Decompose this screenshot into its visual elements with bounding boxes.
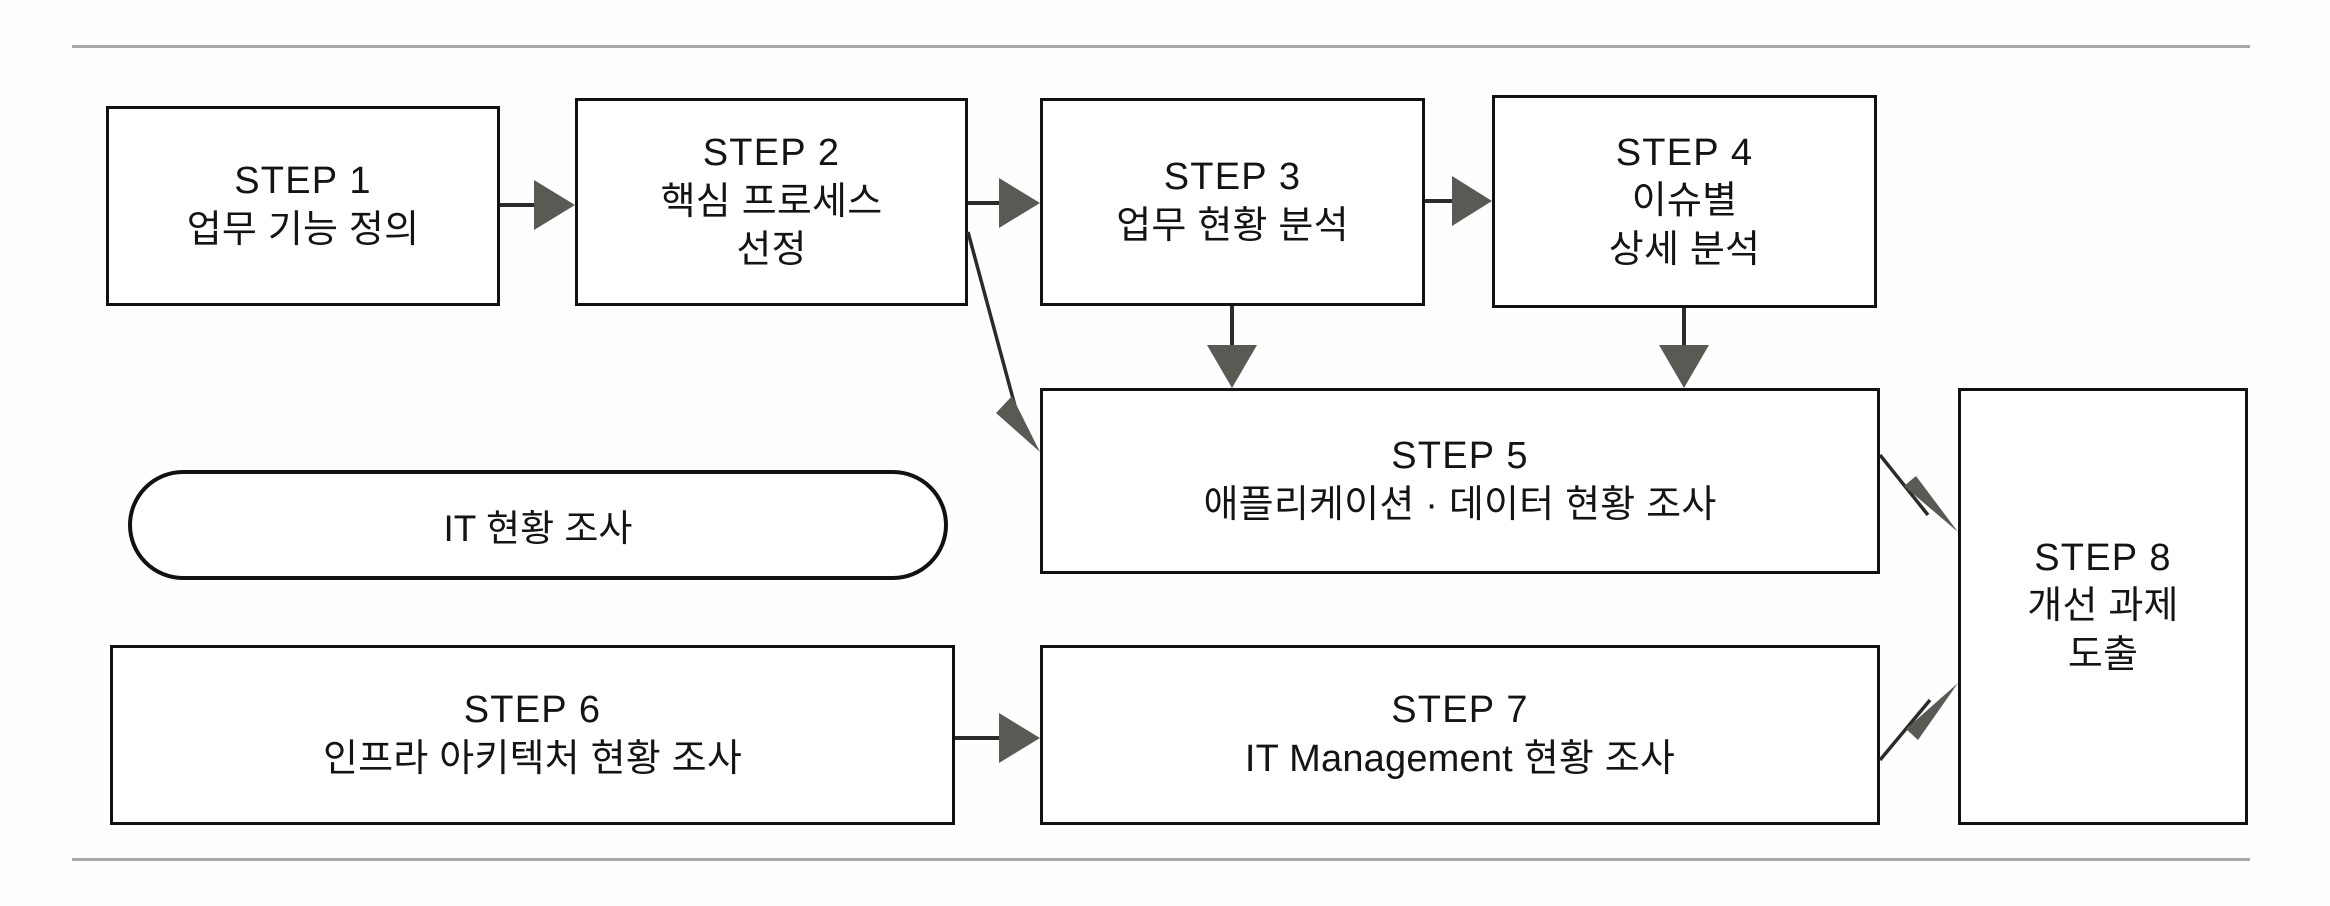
node-step3-line-0: STEP 3 <box>1163 156 1302 199</box>
node-step2[interactable]: STEP 2 핵심 프로세스 선정 <box>575 98 968 306</box>
node-step3-line-1: 업무 현황 분석 <box>1116 205 1349 247</box>
connector-step7-to-step8 <box>1878 683 1958 762</box>
connector-step1-to-step2 <box>500 180 575 230</box>
node-step2-line-1: 핵심 프로세스 <box>660 180 883 223</box>
connector-step2-to-step5 <box>966 231 1040 452</box>
node-it-status-survey[interactable]: IT 현황 조사 <box>128 470 948 580</box>
connector-step2-to-step3 <box>968 178 1040 228</box>
connector-step3-to-step4 <box>1425 176 1492 226</box>
node-step7[interactable]: STEP 7 IT Management 현황 조사 <box>1040 645 1880 825</box>
node-step4-line-1: 이슈별 <box>1631 180 1738 223</box>
node-step5-line-1: 애플리케이션 · 데이터 현황 조사 <box>1203 484 1717 526</box>
node-step6[interactable]: STEP 6 인프라 아키텍처 현황 조사 <box>110 645 955 825</box>
node-step8-line-1: 개선 과제 <box>2027 585 2179 628</box>
node-step2-line-2: 선정 <box>736 229 807 272</box>
page-rule-bottom <box>72 858 2250 861</box>
node-step1-line-0: STEP 1 <box>234 160 372 203</box>
node-step2-line-0: STEP 2 <box>702 132 841 175</box>
node-it-status-survey-label: IT 현황 조사 <box>443 508 633 549</box>
node-step6-line-0: STEP 6 <box>463 689 602 732</box>
node-step5-line-0: STEP 5 <box>1391 435 1529 478</box>
connector-step4-to-step5 <box>1659 308 1709 388</box>
node-step8-line-0: STEP 8 <box>2034 536 2172 579</box>
node-step8[interactable]: STEP 8 개선 과제 도출 <box>1958 388 2248 825</box>
node-step3[interactable]: STEP 3 업무 현황 분석 <box>1040 98 1425 306</box>
node-step7-line-0: STEP 7 <box>1391 689 1529 732</box>
node-step1[interactable]: STEP 1 업무 기능 정의 <box>106 106 500 306</box>
node-step4-line-2: 상세 분석 <box>1608 228 1761 271</box>
node-step8-line-2: 도출 <box>2067 633 2139 676</box>
node-step1-line-1: 업무 기능 정의 <box>186 209 420 251</box>
node-step4-line-0: STEP 4 <box>1615 131 1754 174</box>
connector-step5-to-step8 <box>1878 453 1958 532</box>
node-step6-line-1: 인프라 아키텍처 현황 조사 <box>322 738 743 780</box>
node-step7-line-1: IT Management 현황 조사 <box>1244 738 1676 780</box>
node-step4[interactable]: STEP 4 이슈별 상세 분석 <box>1492 95 1877 308</box>
page-rule-top <box>72 45 2250 48</box>
connector-step6-to-step7 <box>955 713 1040 763</box>
connector-step3-to-step5 <box>1207 306 1257 388</box>
node-step5[interactable]: STEP 5 애플리케이션 · 데이터 현황 조사 <box>1040 388 1880 574</box>
